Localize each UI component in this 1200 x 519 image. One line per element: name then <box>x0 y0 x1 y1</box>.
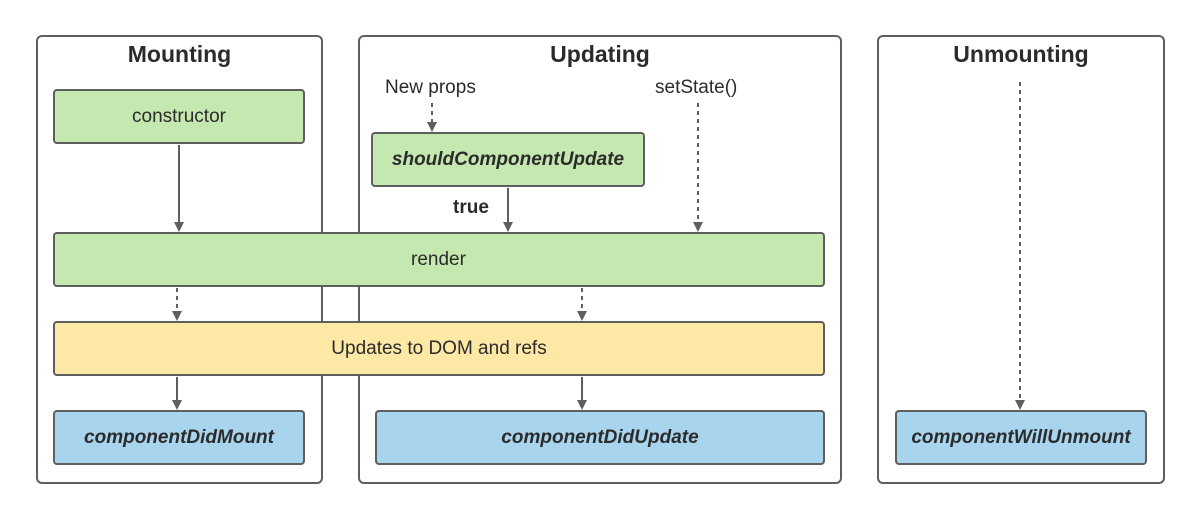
updates-dom-node: Updates to DOM and refs <box>53 321 825 376</box>
component-will-unmount-node: componentWillUnmount <box>895 410 1147 465</box>
set-state-label: setState() <box>655 77 738 98</box>
should-component-update-text: shouldComponentUpdate <box>391 148 625 170</box>
unmounting-phase: Unmounting <box>877 35 1165 484</box>
unmounting-title: Unmounting <box>953 41 1089 67</box>
component-did-mount-node: componentDidMount <box>53 410 305 465</box>
mounting-title: Mounting <box>127 41 232 67</box>
render-text: render <box>411 248 466 270</box>
should-component-update-node: shouldComponentUpdate <box>371 132 645 187</box>
constructor-text: constructor <box>132 105 226 127</box>
component-will-unmount-text: componentWillUnmount <box>911 426 1131 448</box>
component-did-update-text: componentDidUpdate <box>501 426 699 448</box>
component-did-update-node: componentDidUpdate <box>375 410 825 465</box>
true-label: true <box>453 197 489 218</box>
new-props-label: New props <box>385 77 476 98</box>
component-did-mount-text: componentDidMount <box>84 426 274 448</box>
render-node: render <box>53 232 825 287</box>
updates-dom-text: Updates to DOM and refs <box>331 337 547 359</box>
constructor-node: constructor <box>53 89 305 144</box>
updating-title: Updating <box>550 41 650 67</box>
